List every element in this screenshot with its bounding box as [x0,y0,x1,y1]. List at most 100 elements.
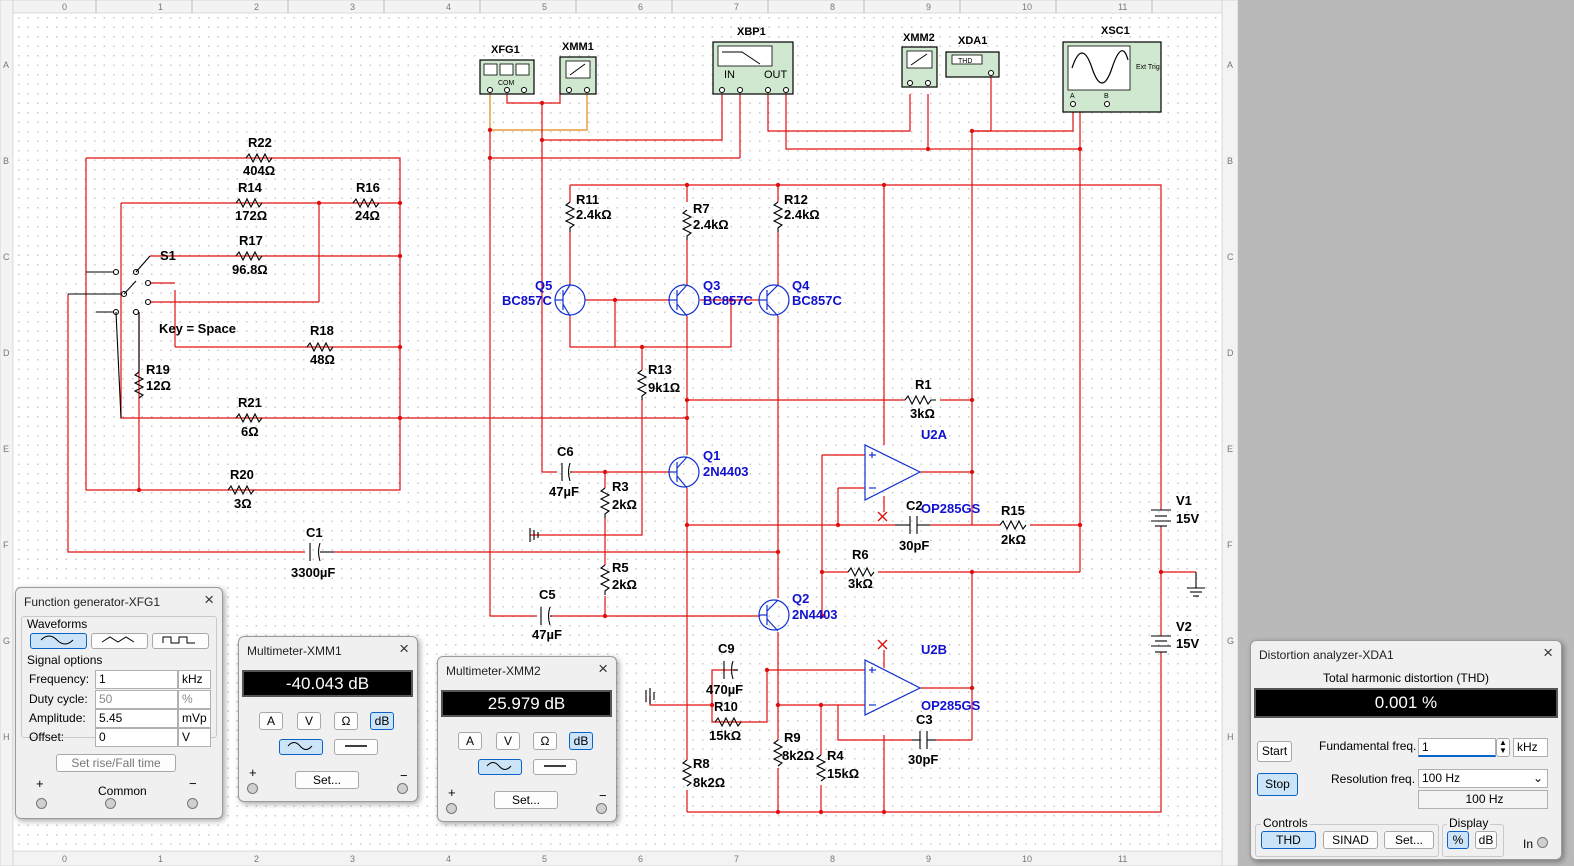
label-r19: R19 [146,362,170,377]
multimeter1-window[interactable]: Multimeter-XMM1 × -40.043 dB A V Ω dB + … [238,636,418,802]
ruler-side-label: A [3,60,9,70]
model-q3: BC857C [703,293,753,308]
square-wave-button[interactable] [152,633,209,649]
mm1-minus-terminal[interactable] [397,783,408,794]
resolution-freq-select[interactable]: 100 Hz⌄ [1418,769,1548,788]
mm2-set-button[interactable]: Set... [494,791,558,809]
instrument-xfg1[interactable]: XFG1 COM [479,44,535,95]
mm2-volt-button[interactable]: V [496,732,520,750]
switch-key-label: Key = Space [159,321,236,336]
fundamental-freq-unit[interactable]: kHz [1513,738,1548,757]
value-r11: 2.4kΩ [576,207,612,222]
db-button[interactable]: dB [1475,831,1497,849]
mm2-minus-terminal[interactable] [596,803,607,814]
plus-terminal[interactable] [36,798,47,809]
common-terminal[interactable] [105,798,116,809]
mm1-ohm-button[interactable]: Ω [334,712,358,730]
value-r4: 15kΩ [827,766,859,781]
ruler-side-label: G [1227,636,1234,646]
input-terminal[interactable] [1537,837,1548,848]
triangle-wave-button[interactable] [91,633,148,649]
instrument-xbp1[interactable]: XBP1 IN OUT [712,26,794,95]
value-r1: 3kΩ [910,406,935,421]
instrument-xmm2[interactable]: XMM2 [901,32,938,88]
start-button[interactable]: Start [1257,741,1292,762]
frequency-input[interactable]: 1 [95,670,178,689]
ruler-top-label: 9 [926,854,931,864]
frequency-unit[interactable]: kHz [178,670,211,689]
value-r19: 12Ω [146,378,171,393]
offset-input[interactable]: 0 [95,728,178,747]
switch-s1[interactable] [68,255,152,419]
ruler-top-label: 10 [1022,854,1032,864]
value-r8: 8k2Ω [693,775,725,790]
multimeter2-window[interactable]: Multimeter-XMM2 × 25.979 dB A V Ω dB + S… [437,656,617,822]
mm2-ampere-button[interactable]: A [458,732,482,750]
triangle-wave-icon [101,636,134,643]
duty-cycle-label: Duty cycle: [29,692,88,706]
ruler-side-label: F [3,540,9,550]
frequency-label: Frequency: [29,672,90,686]
offset-unit[interactable]: V [178,728,211,747]
label-r1: R1 [915,377,932,392]
ruler-top-label: 11 [1118,2,1127,12]
mm1-plus-terminal[interactable] [247,783,258,794]
amplitude-unit[interactable]: mVp [178,709,211,728]
mm1-dc-button[interactable] [334,739,378,755]
controls-set-button[interactable]: Set... [1384,831,1434,849]
fundamental-freq-input[interactable]: 1 [1418,738,1496,757]
function-generator-window[interactable]: Function generator-XFG1 × Waveforms Sign… [15,587,223,819]
mm1-ac-button[interactable] [279,739,323,755]
close-icon[interactable]: × [204,590,214,609]
mm1-db-button[interactable]: dB [370,712,394,730]
close-icon[interactable]: × [598,659,608,678]
percent-button[interactable]: % [1447,831,1469,849]
spin-up-icon[interactable]: ▲ [1499,738,1507,747]
opamp-symbols [864,444,922,716]
sine-wave-icon [40,635,73,645]
set-rise-fall-button[interactable]: Set rise/Fall time [56,754,176,772]
close-icon[interactable]: × [1543,643,1553,662]
value-r15: 2kΩ [1001,532,1026,547]
mm2-db-button[interactable]: dB [569,732,593,750]
instrument-xsc1[interactable]: Ext Trig A B XSC1 [1062,25,1162,113]
label-r6: R6 [852,547,869,562]
mm2-plus-terminal[interactable] [446,803,457,814]
mm1-volt-button[interactable]: V [297,712,321,730]
instrument-xda1[interactable]: THD XDA1 [945,35,1000,78]
mm2-ohm-button[interactable]: Ω [533,732,557,750]
ruler-top-label: 2 [254,2,259,12]
mm2-minus-label: − [599,788,607,803]
amplitude-input[interactable]: 5.45 [95,709,178,728]
ruler-side-label: G [3,636,10,646]
sine-wave-button[interactable] [30,633,87,649]
ruler-top-label: 5 [542,854,547,864]
spin-down-icon[interactable]: ▼ [1499,746,1507,755]
mm1-set-button[interactable]: Set... [295,771,359,789]
distortion-analyzer-window[interactable]: Distortion analyzer-XDA1 × Total harmoni… [1250,640,1562,860]
label-r3: R3 [612,479,629,494]
minus-terminal[interactable] [187,798,198,809]
ruler-top-label: 7 [734,854,739,864]
ruler-top-label: 8 [830,2,835,12]
resolution-freq-label: Resolution freq. [1331,772,1416,786]
thd-button[interactable]: THD [1261,831,1316,849]
label-r9: R9 [784,730,801,745]
sinad-button[interactable]: SINAD [1323,831,1378,849]
value-r3: 2kΩ [612,497,637,512]
label-c1: C1 [306,525,323,540]
value-r6: 3kΩ [848,576,873,591]
label-r15: R15 [1001,503,1025,518]
transistor-symbols [554,284,790,632]
supply-symbols [529,509,1205,704]
stop-button[interactable]: Stop [1257,773,1298,796]
freq-spinner[interactable]: ▲▼ [1496,738,1510,757]
instrument-xmm1[interactable]: XMM1 [559,41,597,95]
mm2-dc-button[interactable] [533,759,577,775]
close-icon[interactable]: × [399,639,409,658]
mm1-ampere-button[interactable]: A [259,712,283,730]
mm2-ac-button[interactable] [478,759,522,775]
value-c9: 470µF [706,682,743,697]
ruler-side-label: F [1227,540,1233,550]
